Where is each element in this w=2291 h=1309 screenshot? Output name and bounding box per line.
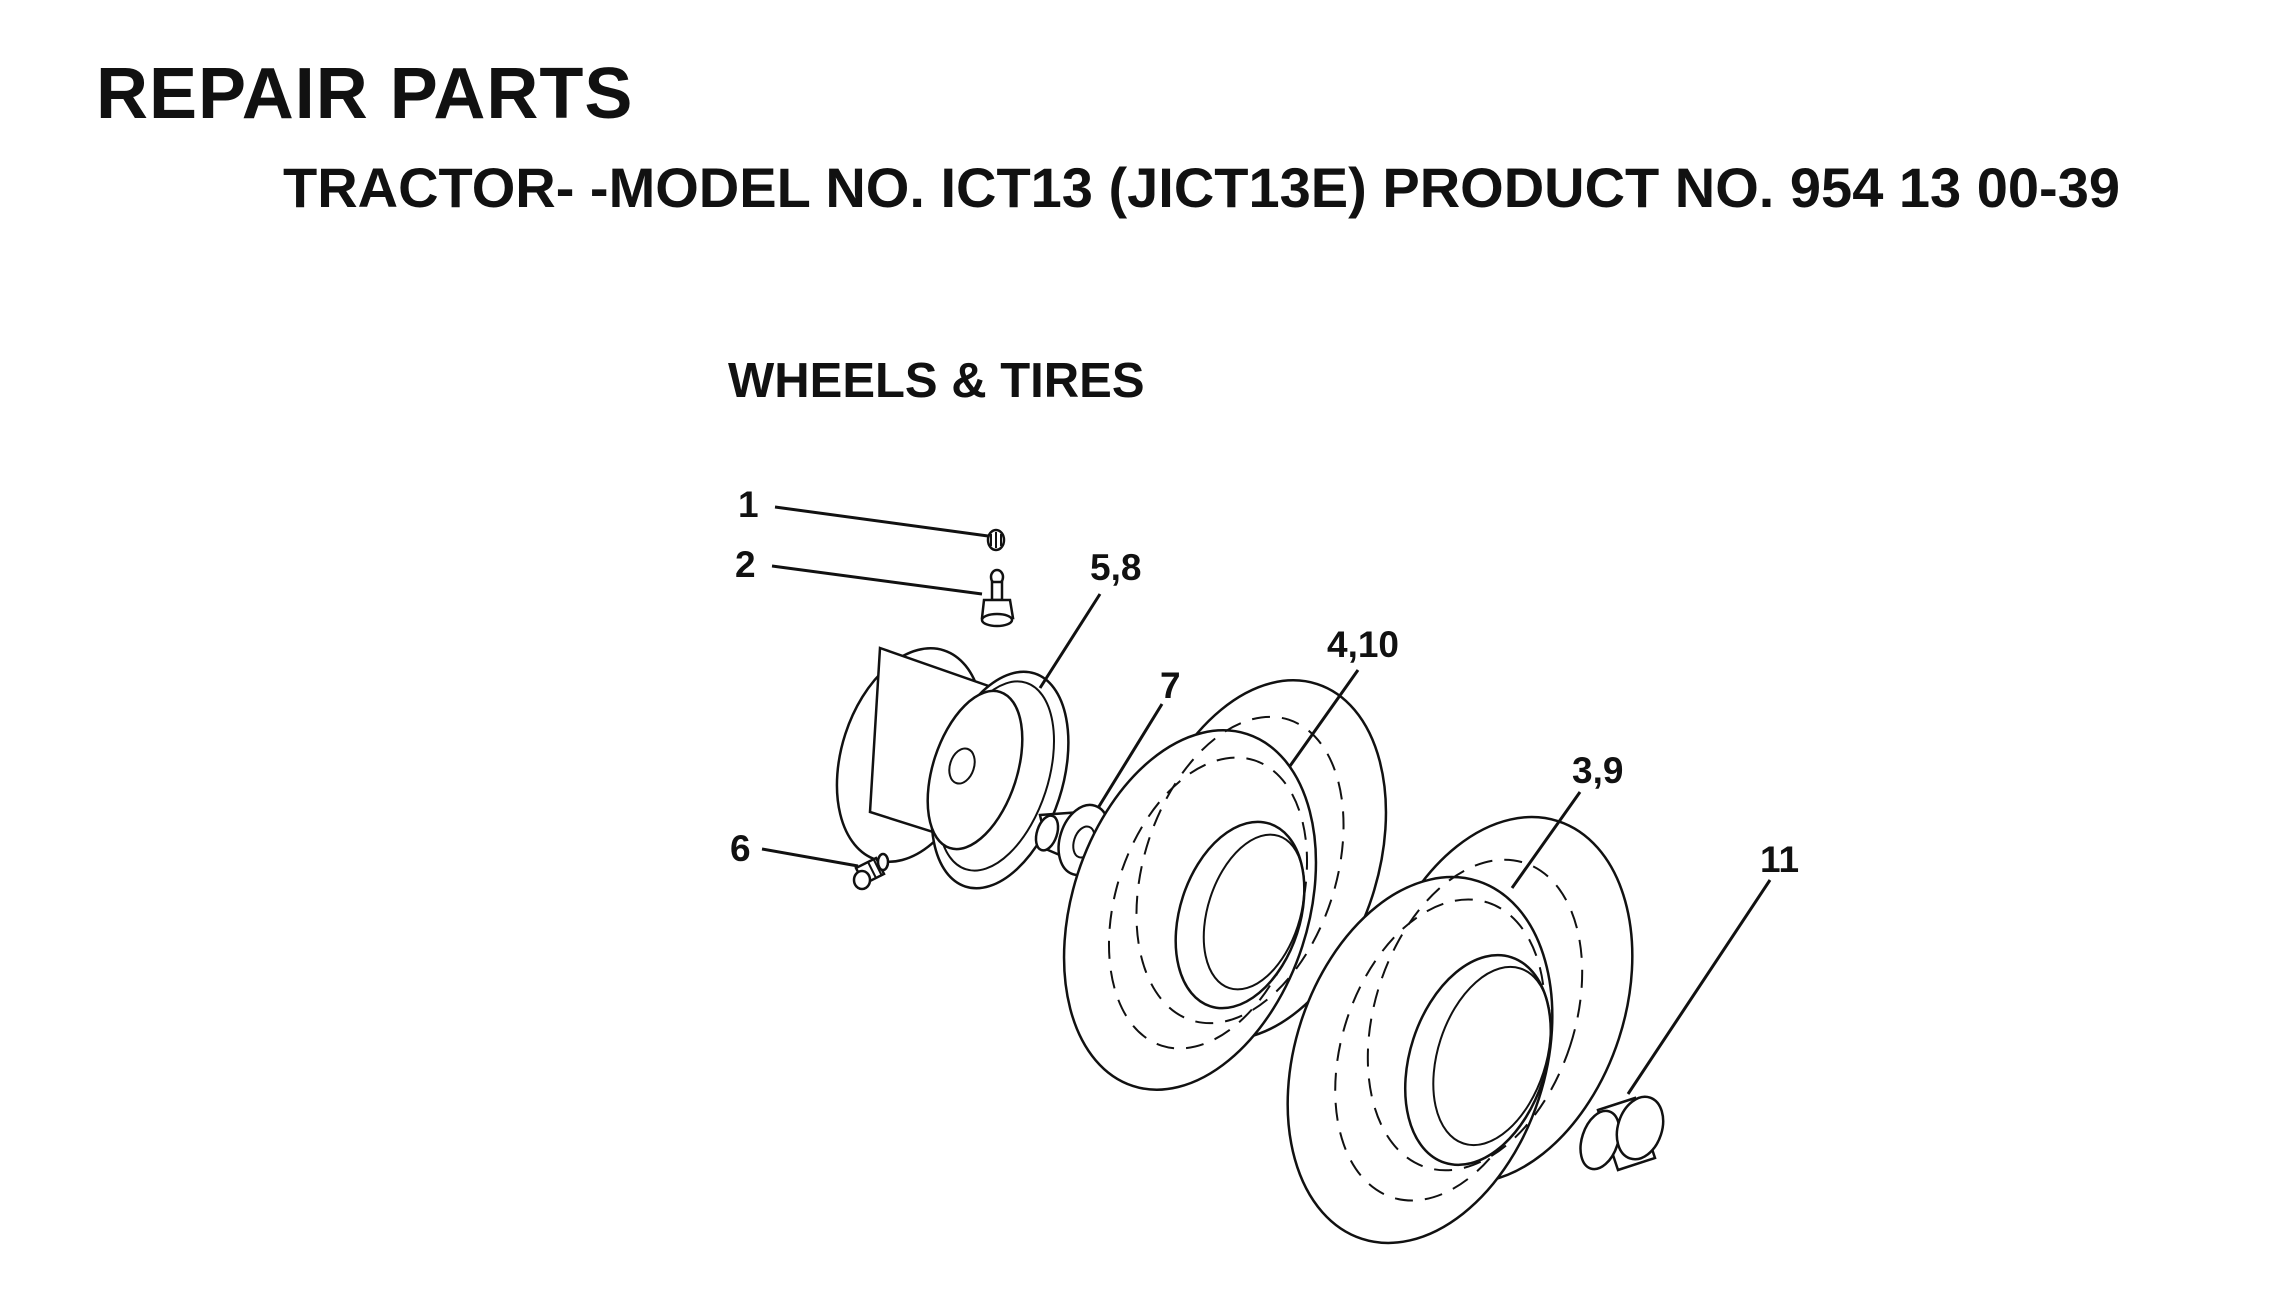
grease-fitting-part [852,852,890,891]
callout-11: 11 [1760,839,1799,880]
valve-stem-part [980,568,1015,628]
page-title: REPAIR PARTS [96,54,634,134]
callout-7: 7 [1160,665,1181,706]
leader-line-6 [761,847,859,868]
valve-cap-part [986,528,1006,552]
callout-1: 1 [738,484,759,525]
leader-line-5-8 [1038,593,1102,689]
callout-3-9: 3,9 [1572,750,1623,791]
leader-line-11 [1626,879,1772,1095]
leader-line-3-9 [1510,791,1582,889]
callout-5-8: 5,8 [1090,547,1141,588]
callout-6: 6 [730,828,751,869]
wheel-rim-part [835,646,1070,890]
leader-line-2 [771,564,983,596]
section-title: WHEELS & TIRES [728,354,1145,408]
callout-2: 2 [735,544,756,585]
leader-line-4-10 [1288,669,1360,767]
front-tire-part [1062,679,1388,1091]
rear-tire-part [1286,815,1634,1245]
model-subtitle: TRACTOR- -MODEL NO. ICT13 (JICT13E) PROD… [283,156,2120,219]
leader-line-1 [774,505,989,538]
callout-4-10: 4,10 [1327,624,1399,665]
leader-line-7 [1096,703,1164,809]
hub-cap-part [1579,1095,1665,1172]
